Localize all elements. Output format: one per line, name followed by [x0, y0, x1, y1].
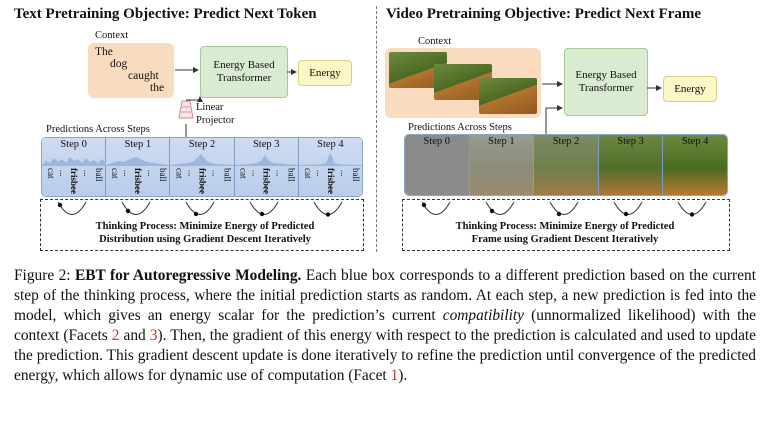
caption-and: and: [123, 327, 146, 344]
caption-title: EBT for Autoregressive Modeling.: [75, 267, 302, 284]
text-step-0: Step 0 cat ... frisbee ... ball: [42, 138, 107, 196]
token-cat: cat: [302, 168, 313, 179]
step-label: Step 3: [617, 136, 644, 147]
token-cat: cat: [46, 168, 56, 179]
token-ellipsis: ...: [210, 170, 221, 177]
token-ball: ball: [158, 168, 169, 182]
token-ball: ball: [350, 168, 361, 182]
left-thinking-box: [40, 199, 364, 251]
right-step-strip: Step 0 Step 1 Step 2 Step 3 Step 4: [404, 134, 728, 196]
token-ellipsis: ...: [250, 170, 261, 177]
panel-divider: [376, 6, 377, 252]
left-energy-box: Energy: [298, 60, 352, 86]
token-ball: ball: [94, 168, 104, 182]
figure-label: Figure 2:: [14, 267, 71, 284]
right-panel-title: Video Pretraining Objective: Predict Nex…: [386, 6, 702, 22]
caption-text-3: ). Then, the gradient of this energy wit…: [14, 327, 757, 384]
token-ellipsis: ...: [186, 170, 197, 177]
figure-caption: Figure 2: EBT for Autoregressive Modelin…: [14, 266, 756, 386]
context-word-1: The: [95, 46, 113, 58]
facet-ref-2[interactable]: 2: [111, 327, 120, 344]
right-transformer-box: Energy Based Transformer: [564, 48, 648, 116]
step-label: Step 3: [252, 139, 280, 150]
video-step-3: Step 3: [598, 135, 664, 195]
right-energy-box: Energy: [663, 76, 717, 102]
step-label: Step 4: [317, 139, 344, 150]
caption-text-2: (unnormalized likelihood) with the conte…: [14, 307, 756, 344]
token-cat: cat: [238, 168, 249, 179]
context-word-4: the: [150, 82, 165, 94]
right-predictions-label: Predictions Across Steps: [408, 122, 512, 133]
text-step-2: Step 2 cat ... frisbee ... ball: [170, 138, 235, 196]
token-ellipsis: ...: [314, 170, 325, 177]
step-label: Step 1: [488, 136, 515, 147]
token-ball: ball: [222, 168, 233, 182]
left-context-label: Context: [95, 30, 129, 41]
context-word-3: caught: [128, 70, 159, 82]
caption-italic-word: compatibility: [442, 307, 524, 324]
token-ellipsis: ...: [146, 170, 157, 177]
step-label: Step 0: [60, 139, 87, 150]
token-frisbee: frisbee: [261, 168, 272, 194]
left-step-strip: Step 0 cat ... frisbee ... ball Step 1 c…: [41, 137, 363, 197]
step-label: Step 4: [681, 136, 709, 147]
token-ellipsis: ...: [274, 170, 285, 177]
left-energy-curves: [57, 201, 343, 217]
token-ellipsis: ...: [58, 170, 68, 177]
video-step-0: Step 0: [405, 135, 470, 195]
right-thinking-text: Thinking Process: Minimize Energy of Pre…: [455, 221, 675, 246]
left-thinking-text: Thinking Process: Minimize Energy of Pre…: [95, 221, 315, 246]
facet-ref-3[interactable]: 3: [149, 327, 158, 344]
right-arrows: [542, 81, 662, 134]
token-frisbee: frisbee: [325, 168, 336, 194]
text-step-1: Step 1 cat ... frisbee ... ball: [106, 138, 171, 196]
caption-text-4: ).: [398, 367, 408, 384]
token-ellipsis: ...: [338, 170, 349, 177]
step-label: Step 2: [552, 136, 580, 147]
video-step-4: Step 4: [663, 135, 727, 195]
right-thinking-box: [402, 199, 730, 251]
token-frisbee: frisbee: [197, 168, 208, 194]
right-energy-curves: [421, 201, 707, 217]
right-context-label: Context: [418, 36, 452, 47]
video-step-2: Step 2: [534, 135, 599, 195]
text-step-3: Step 3 cat ... frisbee ... ball: [234, 138, 299, 196]
text-step-4: Step 4 cat ... frisbee ... ball: [298, 138, 362, 196]
token-ellipsis: ...: [82, 170, 92, 177]
left-context-box: [88, 43, 174, 98]
step-label: Step 2: [188, 139, 216, 150]
facet-ref-1[interactable]: 1: [390, 367, 399, 384]
token-ball: ball: [286, 168, 297, 182]
step-label: Step 1: [124, 139, 152, 150]
token-frisbee: frisbee: [133, 168, 144, 194]
token-cat: cat: [174, 168, 185, 179]
left-transformer-box: Energy Based Transformer: [200, 46, 288, 98]
caption-text-1: Each blue box corresponds to a different…: [14, 267, 756, 324]
context-word-2: dog: [110, 58, 128, 70]
token-cat: cat: [110, 168, 121, 179]
step-label: Step 0: [423, 136, 451, 147]
left-panel-title: Text Pretraining Objective: Predict Next…: [14, 6, 317, 22]
projector-icon: [178, 100, 194, 119]
left-predictions-label: Predictions Across Steps: [46, 124, 150, 135]
token-ellipsis: ...: [122, 170, 133, 177]
video-step-1: Step 1: [469, 135, 535, 195]
context-frame-3: [479, 78, 537, 114]
projector-label: Linear Projector: [196, 102, 235, 126]
token-frisbee: frisbee: [69, 168, 79, 194]
